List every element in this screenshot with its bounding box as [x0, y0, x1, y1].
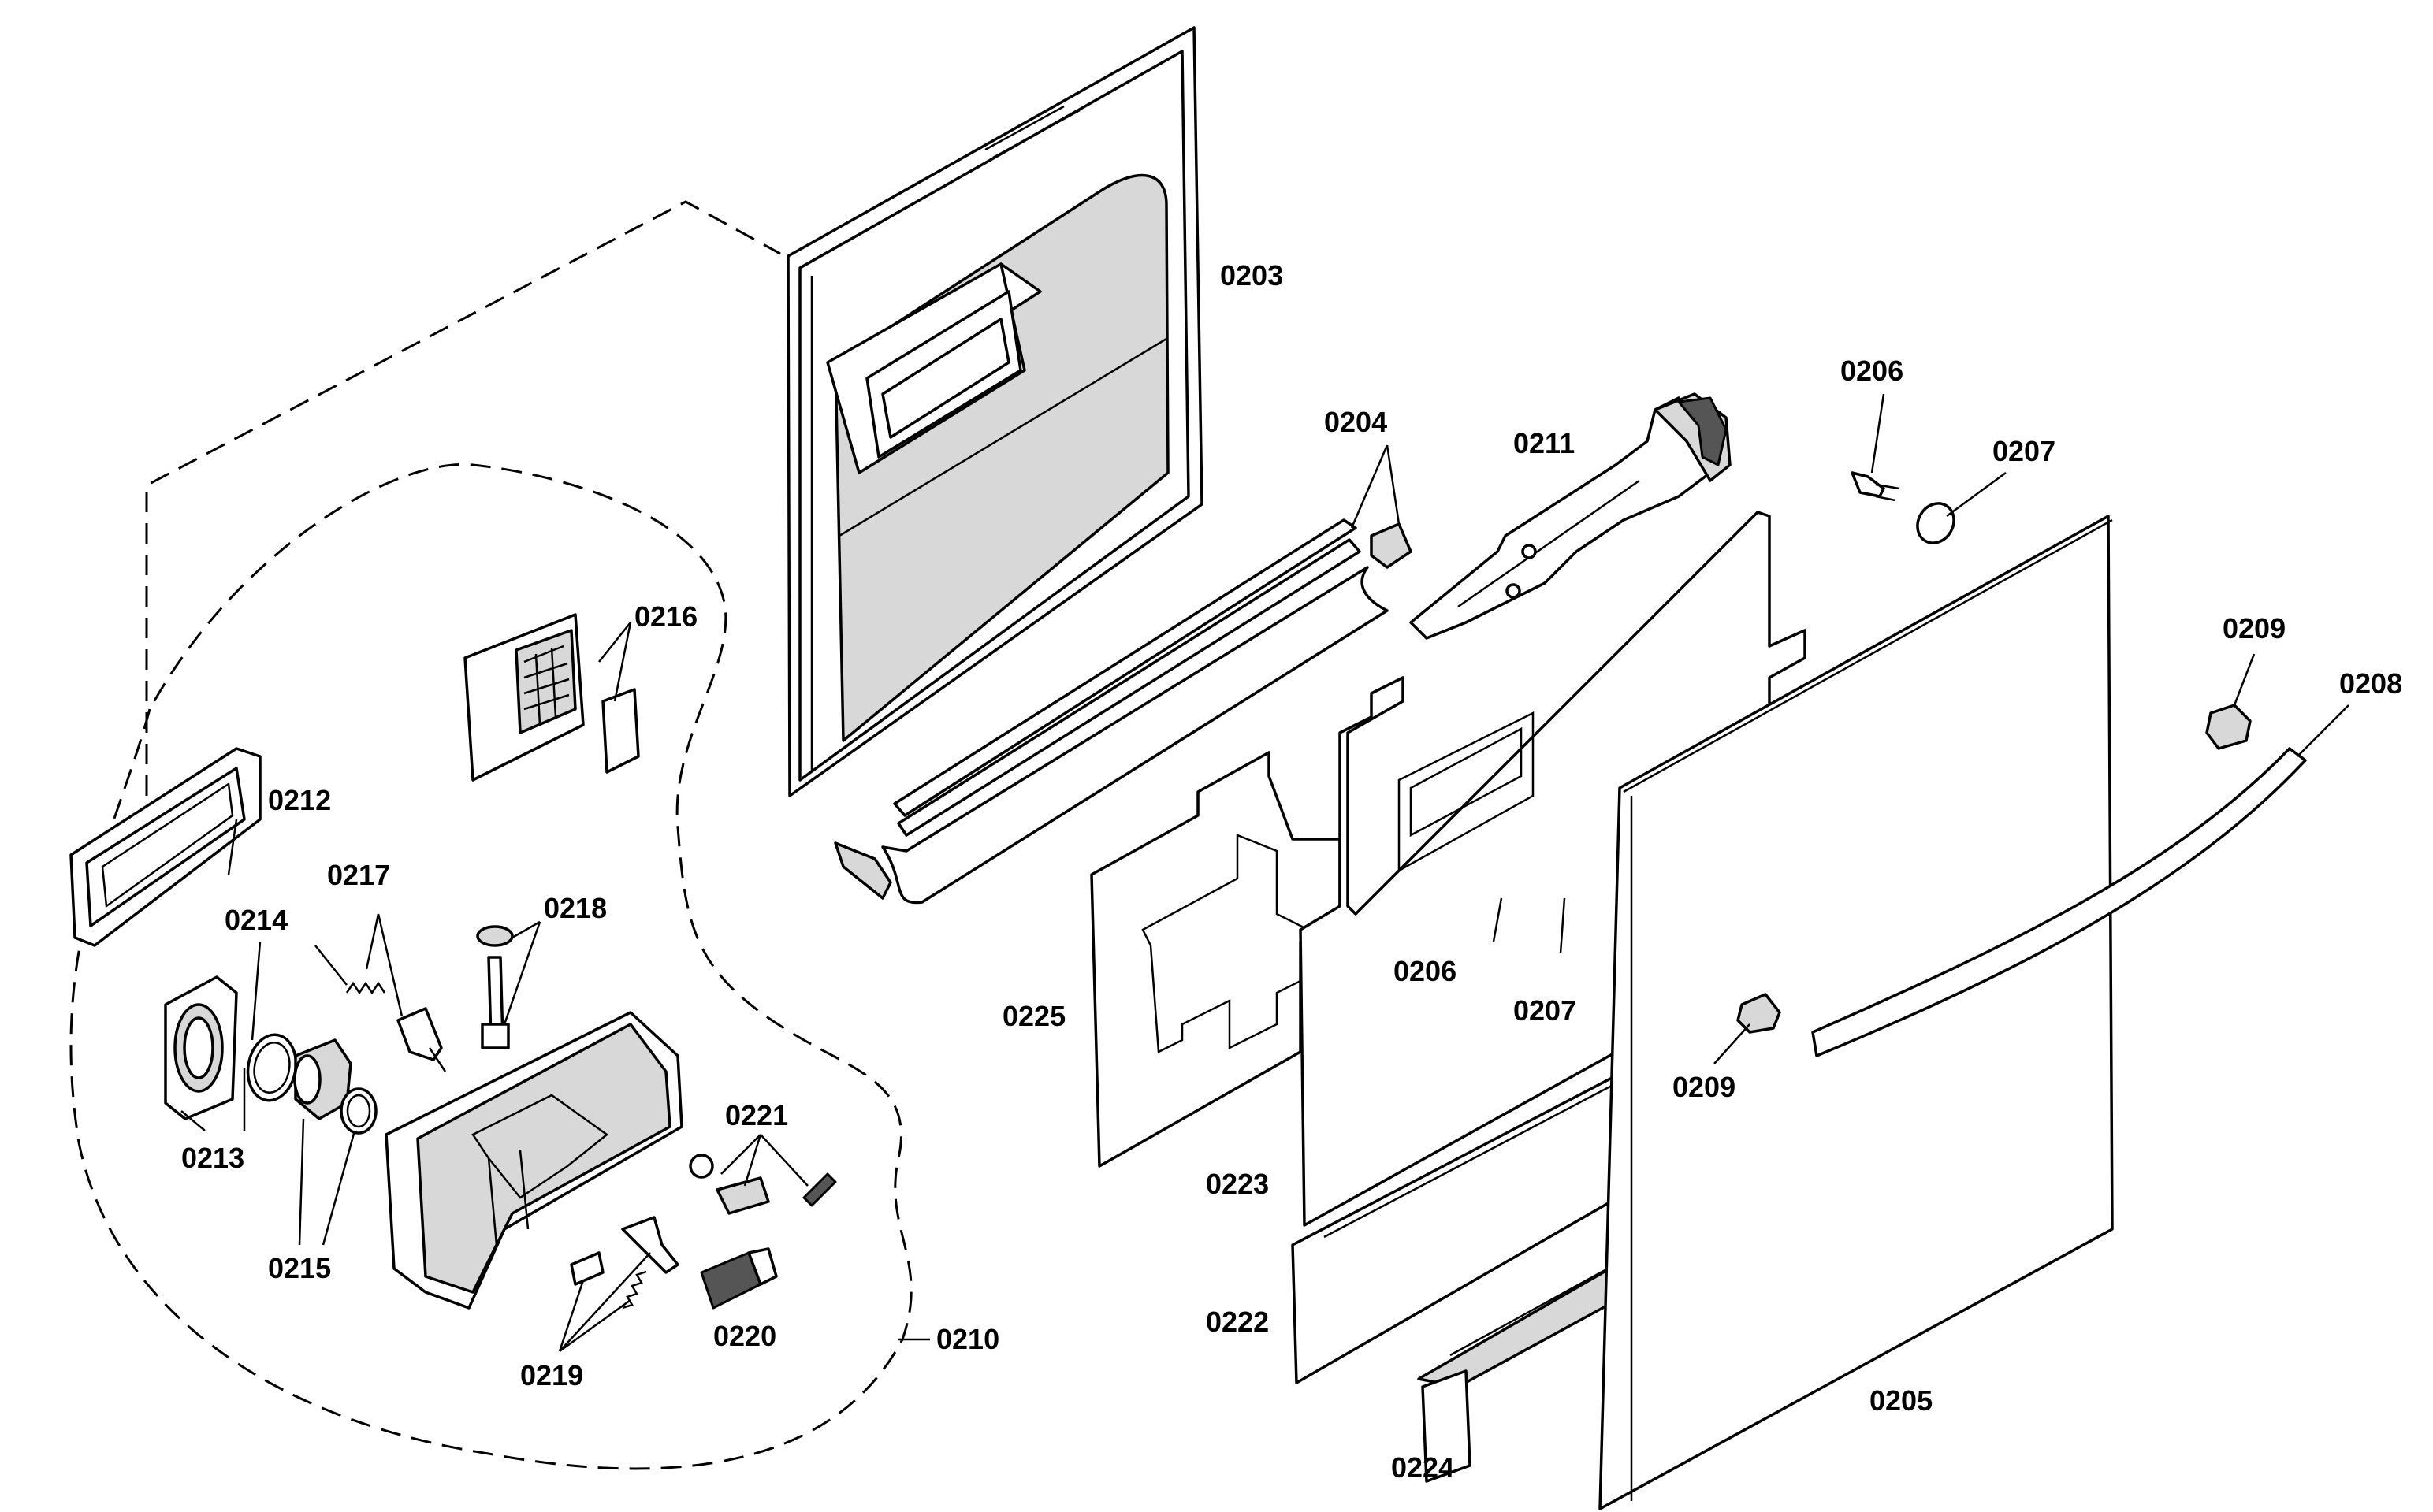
latch-0219: [570, 1251, 605, 1286]
lever-0221: [716, 1176, 770, 1215]
actuator-0220: [700, 1247, 778, 1310]
callout-0210: 0210: [936, 1323, 999, 1355]
lever-0217: [396, 1007, 447, 1072]
leader-lines: [180, 393, 2349, 1353]
dispenser-body-0210: [385, 1011, 683, 1310]
filter-housing-0216: [463, 613, 585, 782]
handle-bar-0208: [1811, 747, 2307, 1057]
washer-0207-upper: [1916, 502, 1955, 544]
toe-trim-0224: [1417, 1259, 1633, 1483]
end-cap-0209-lower: [1736, 993, 1781, 1034]
spring-0219: [622, 1270, 647, 1310]
callout-0204: 0204: [1324, 406, 1387, 438]
assembly-reference-line: [145, 200, 781, 796]
float-0218: [476, 925, 514, 1049]
nozzle-0215: [293, 1038, 352, 1120]
hinge-clip-0204: [1370, 522, 1412, 569]
lever-0219: [621, 1216, 679, 1274]
callout-0205: 0205: [1869, 1384, 1933, 1417]
callout-0214: 0214: [225, 904, 288, 936]
callout-0206-lower: 0206: [1393, 955, 1456, 987]
callout-0207-lower: 0207: [1513, 994, 1576, 1027]
callout-0206-upper: 0206: [1840, 355, 1903, 387]
spring-0221: [802, 1172, 837, 1207]
callout-0213: 0213: [181, 1142, 244, 1174]
callout-0221: 0221: [725, 1099, 788, 1131]
callout-0212: 0212: [268, 784, 331, 816]
callout-0209-upper: 0209: [2223, 612, 2286, 645]
hinge-arm-0211: [1409, 392, 1732, 640]
callout-0217: 0217: [327, 859, 390, 891]
filter-cover-0216: [601, 688, 640, 774]
bottom-rail-0204: [834, 518, 1389, 905]
end-cap-0209-upper: [2205, 704, 2252, 750]
callout-0209-lower: 0209: [1672, 1071, 1735, 1103]
seal-ring-0215: [340, 1087, 378, 1135]
callout-0224: 0224: [1391, 1451, 1454, 1484]
lock-assembly-boundary-0210: [69, 463, 913, 1470]
callout-0211: 0211: [1513, 427, 1575, 459]
inner-door-panel-0203: [787, 26, 1203, 797]
screw-0206-upper: [1851, 471, 1900, 502]
dispenser-frame-0212: [69, 747, 262, 947]
callout-0225: 0225: [1003, 1000, 1066, 1032]
callout-0215: 0215: [268, 1252, 331, 1284]
callout-0219: 0219: [520, 1359, 583, 1391]
spring-0217: [345, 981, 386, 995]
callout-0223: 0223: [1206, 1168, 1269, 1200]
callout-0222: 0222: [1206, 1306, 1269, 1338]
seal-ring-0214: [246, 1033, 298, 1102]
rinse-cap-housing-0213: [164, 975, 238, 1120]
callout-0207-upper: 0207: [1992, 435, 2055, 467]
callout-0208: 0208: [2339, 667, 2402, 700]
callout-0203: 0203: [1220, 259, 1283, 292]
ball-0221: [689, 1154, 714, 1179]
callout-0220: 0220: [713, 1320, 776, 1352]
callout-0216: 0216: [634, 600, 698, 633]
insulation-panel-0225: [1090, 751, 1341, 1168]
callout-0218: 0218: [544, 892, 607, 924]
